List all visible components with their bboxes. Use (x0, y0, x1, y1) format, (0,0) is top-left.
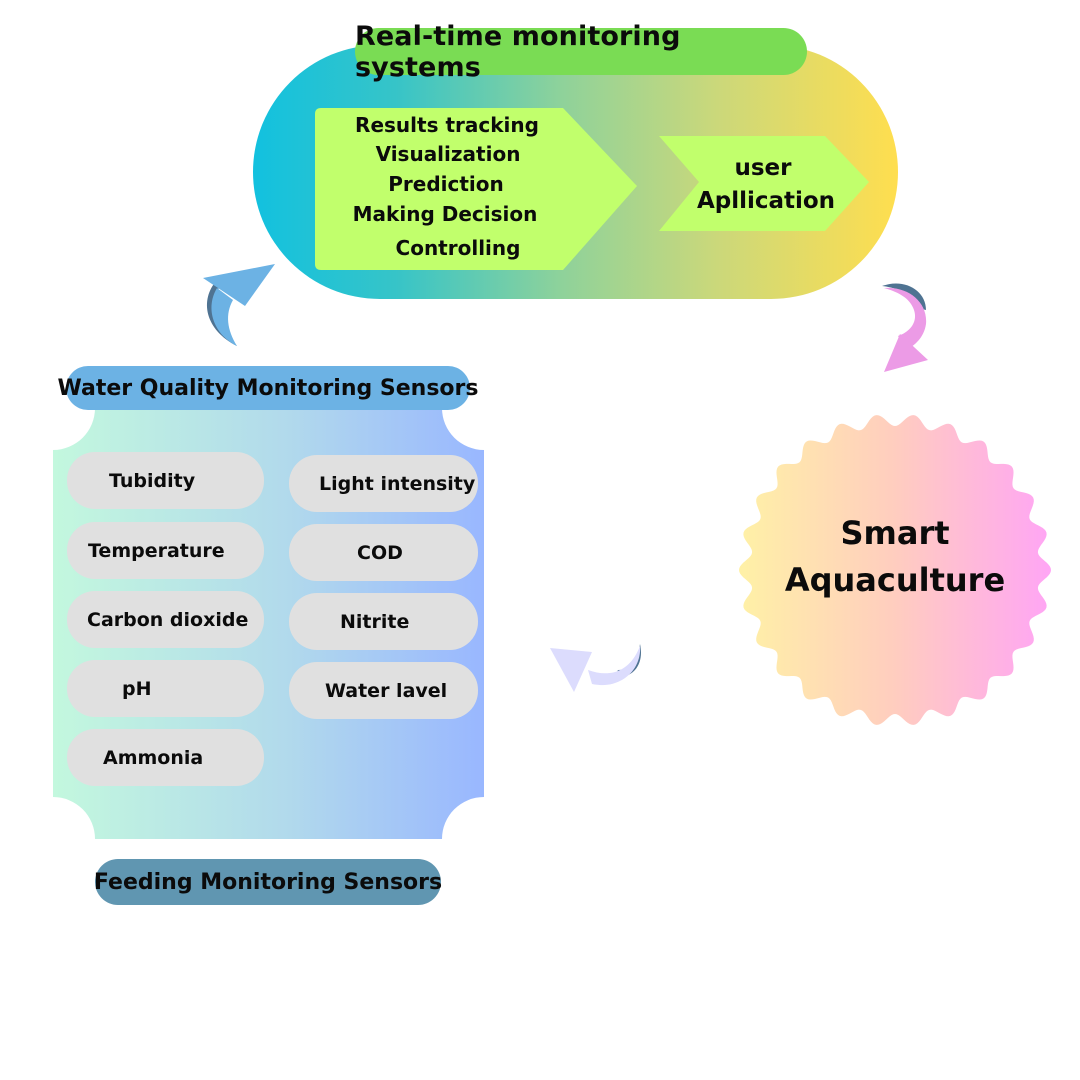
user-app-line2: Apllication (696, 188, 836, 214)
sensor-label: Nitrite (340, 610, 410, 633)
function-controlling: Controlling (395, 236, 521, 260)
sensor-carbon-dioxide: Carbon dioxide (67, 591, 264, 648)
sensor-ph: pH (67, 660, 264, 717)
water-quality-title: Water Quality Monitoring Sensors (58, 366, 478, 410)
smart-aquaculture-label: Smart Aquaculture (765, 510, 1025, 604)
functions-chevron-box (315, 108, 637, 270)
sensor-label: Ammonia (103, 746, 204, 769)
sensor-label: Water lavel (325, 679, 448, 702)
sensor-cod: COD (289, 524, 478, 581)
sensor-label: Carbon dioxide (87, 608, 249, 631)
cycle-arrow-icon-up (203, 264, 275, 346)
feeding-sensors-title: Feeding Monitoring Sensors (94, 859, 442, 905)
function-visualization: Visualization (375, 142, 521, 166)
cycle-arrow-icon-down (882, 283, 928, 372)
sensor-temperature: Temperature (67, 522, 264, 579)
sensor-light-intensity: Light intensity (289, 455, 478, 512)
sensor-ammonia: Ammonia (67, 729, 264, 786)
function-prediction: Prediction (388, 172, 504, 196)
sensor-label: Tubidity (109, 469, 196, 492)
realtime-title: Real-time monitoring systems (355, 21, 807, 83)
sensor-label: Light intensity (319, 472, 476, 495)
sensor-label: pH (122, 677, 152, 700)
function-results-tracking: Results tracking (355, 113, 539, 137)
function-making-decision: Making Decision (352, 202, 538, 226)
sensor-tubidity: Tubidity (67, 452, 264, 509)
sensor-nitrite: Nitrite (289, 593, 478, 650)
sensor-label: Temperature (88, 539, 225, 562)
sensor-label: COD (357, 541, 403, 564)
center-line1: Smart (840, 514, 950, 552)
sensor-water-level: Water lavel (289, 662, 478, 719)
user-application-chevron (659, 136, 869, 231)
smart-aquaculture-badge (739, 415, 1051, 725)
user-app-line1: user (734, 155, 792, 181)
center-line2: Aquaculture (784, 561, 1006, 599)
cycle-arrow-icon-left (550, 644, 641, 692)
